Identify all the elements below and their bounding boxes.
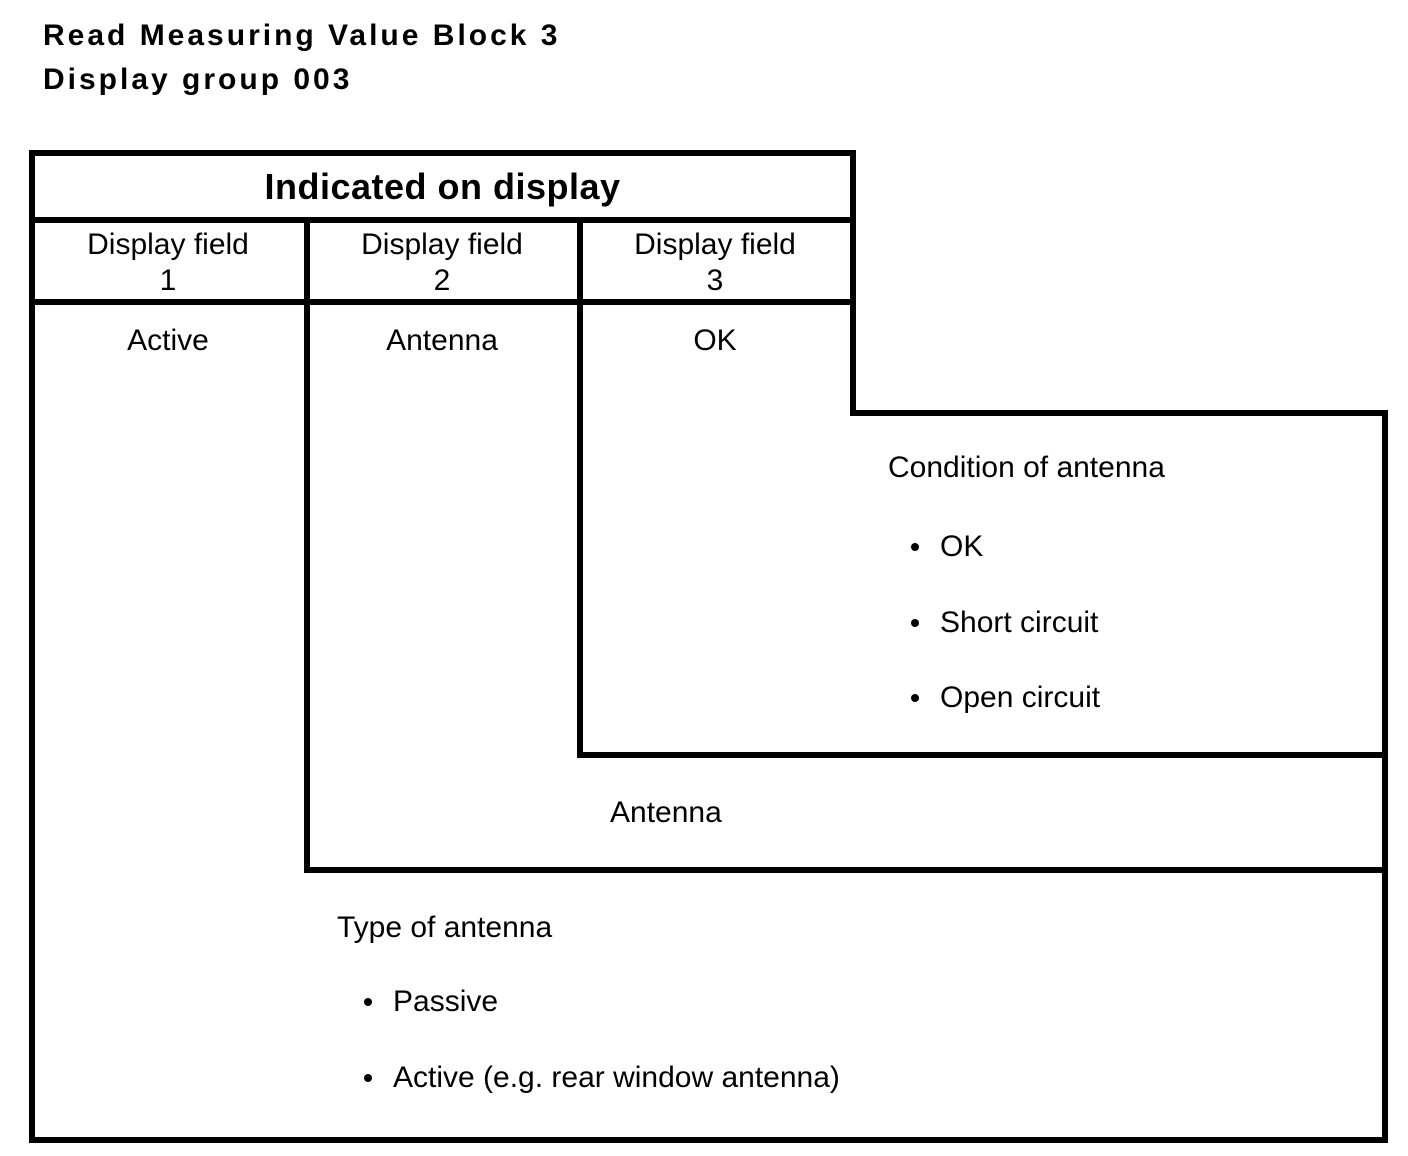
page-title-line-1: Read Measuring Value Block 3 bbox=[43, 19, 561, 52]
column-divider-1 bbox=[304, 217, 310, 873]
field2-note-label: Antenna bbox=[610, 796, 722, 829]
column-header-2-label: Display field bbox=[361, 228, 523, 261]
column-header-3: Display field 3 bbox=[583, 227, 847, 299]
bullet-icon bbox=[911, 694, 919, 702]
column-header-2-number: 2 bbox=[433, 264, 451, 297]
page-title-line-2: Display group 003 bbox=[43, 63, 353, 96]
display-field-2-value: Antenna bbox=[386, 324, 498, 357]
field3-bullet-open-circuit: Open circuit bbox=[911, 679, 1100, 717]
field3-bullet-ok-label: OK bbox=[940, 530, 984, 563]
bullet-icon bbox=[364, 1074, 372, 1082]
table-header: Indicated on display bbox=[264, 165, 621, 207]
column-header-1: Display field 1 bbox=[35, 227, 301, 299]
bullet-icon bbox=[911, 543, 919, 551]
column-header-1-number: 1 bbox=[159, 264, 177, 297]
display-field-1-value: Active bbox=[127, 324, 209, 357]
field1-note-title: Type of antenna bbox=[337, 911, 553, 944]
field2-box-bottom-border bbox=[304, 867, 1388, 873]
field1-bullet-passive: Passive bbox=[364, 983, 498, 1021]
field3-box-bottom-border bbox=[577, 752, 1388, 758]
table-top-border bbox=[29, 150, 856, 156]
table-right-border bbox=[850, 150, 856, 416]
column-header-2: Display field 2 bbox=[310, 227, 574, 299]
display-field-3-value: OK bbox=[693, 324, 737, 357]
column-header-3-number: 3 bbox=[706, 264, 724, 297]
field1-bullet-active: Active (e.g. rear window antenna) bbox=[364, 1059, 840, 1097]
outer-box-left-border bbox=[29, 150, 35, 1143]
table-header-divider bbox=[29, 217, 856, 223]
column-header-divider bbox=[29, 299, 856, 305]
field3-bullet-open-circuit-label: Open circuit bbox=[940, 681, 1101, 714]
page-title: Read Measuring Value Block 3 Display gro… bbox=[43, 14, 561, 102]
column-header-3-label: Display field bbox=[634, 228, 796, 261]
column-header-1-label: Display field bbox=[87, 228, 249, 261]
field3-box-top-border bbox=[850, 410, 1388, 416]
field3-bullet-short-circuit-label: Short circuit bbox=[940, 606, 1099, 639]
field1-bullet-active-label: Active (e.g. rear window antenna) bbox=[393, 1061, 840, 1094]
bullet-icon bbox=[911, 619, 919, 627]
field3-bullet-short-circuit: Short circuit bbox=[911, 604, 1098, 642]
column-divider-2 bbox=[577, 217, 583, 758]
outer-box-bottom-border bbox=[29, 1137, 1388, 1143]
bullet-icon bbox=[364, 998, 372, 1006]
field3-note-title: Condition of antenna bbox=[888, 451, 1165, 484]
field1-bullet-passive-label: Passive bbox=[393, 985, 499, 1018]
field3-bullet-ok: OK bbox=[911, 528, 983, 566]
outer-box-right-border bbox=[1382, 410, 1388, 1143]
